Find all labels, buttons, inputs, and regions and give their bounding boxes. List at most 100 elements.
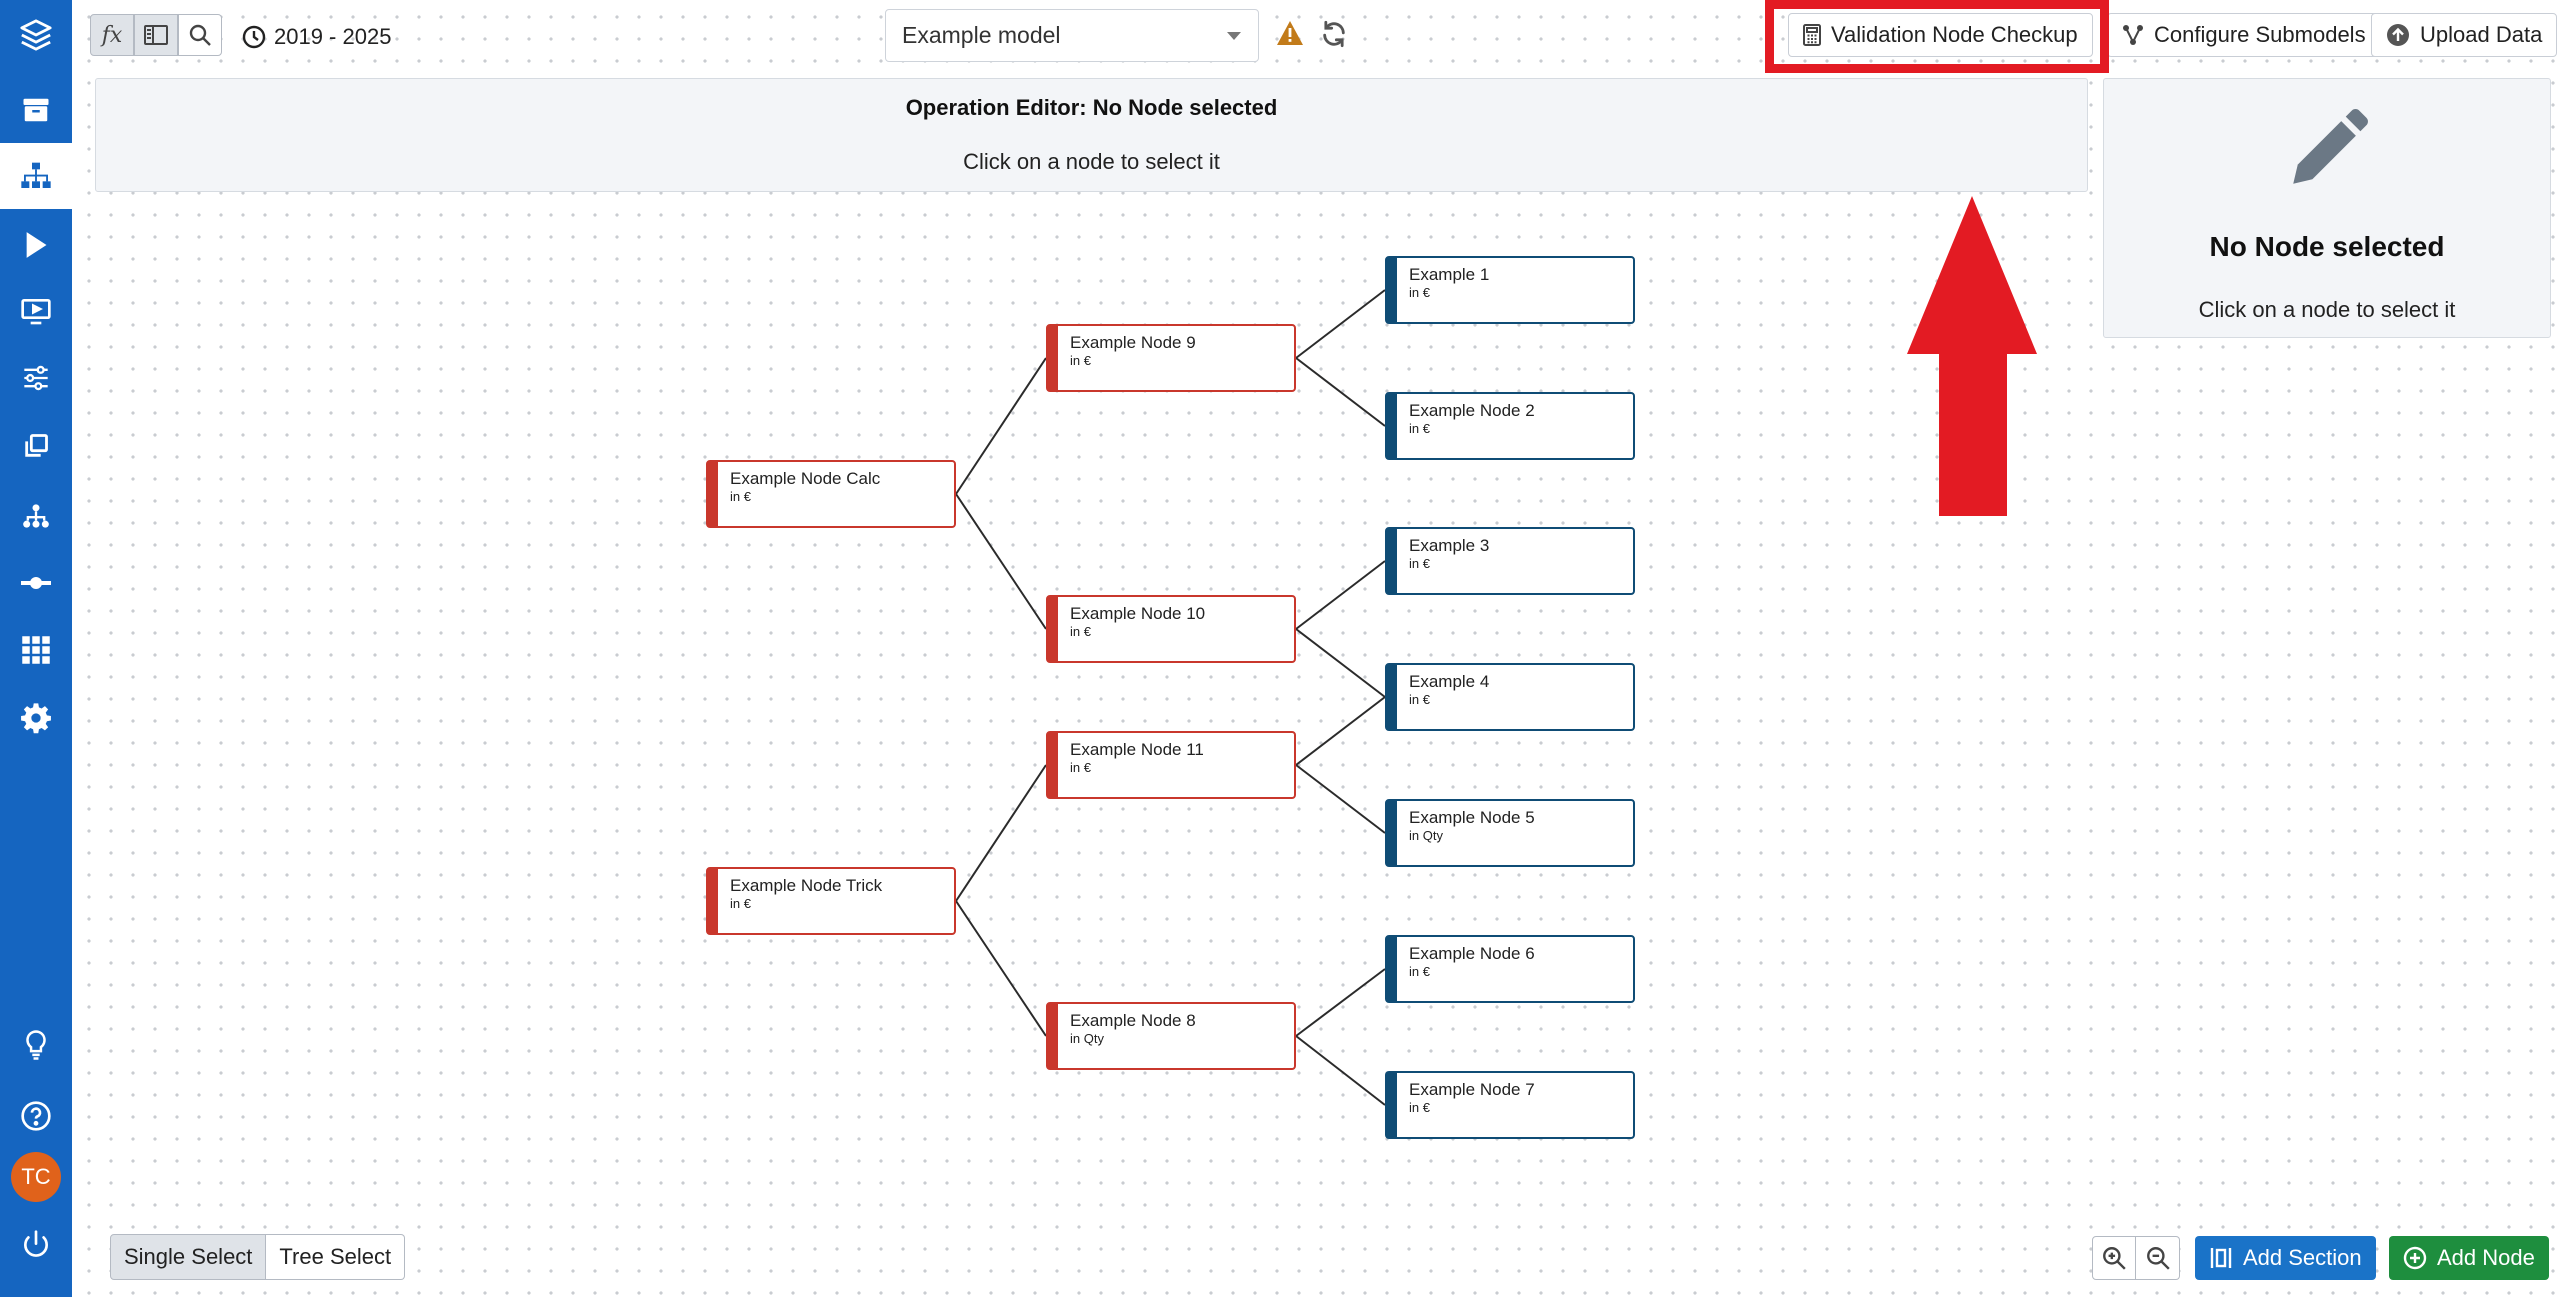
zoom-controls (2092, 1236, 2180, 1280)
search-toggle[interactable] (178, 14, 222, 56)
tree-select-label: Tree Select (279, 1244, 392, 1269)
zoom-in-icon (2103, 1247, 2126, 1270)
sidebar-item-sliders[interactable] (0, 345, 72, 411)
node-unit: in € (730, 896, 751, 911)
operation-editor-title: Operation Editor: No Node selected (905, 95, 1278, 120)
node-unit: in € (1409, 1100, 1430, 1115)
single-select-button[interactable]: Single Select (110, 1234, 267, 1280)
add-section-label: Add Section (2243, 1245, 2362, 1270)
node-9[interactable]: Example Node 9 in € (1046, 324, 1296, 392)
edge-n8-n6 (1295, 968, 1386, 1037)
panel-view-toggle[interactable] (134, 14, 178, 56)
sidebar-item-hierarchy[interactable] (0, 483, 72, 549)
sidebar-item-archive[interactable] (0, 77, 72, 143)
node-name: Example 4 (1409, 672, 1490, 691)
edge-calc-n10 (955, 493, 1047, 630)
view-toggle-group: fx (90, 14, 222, 56)
node-unit: in € (1409, 556, 1430, 571)
sidebar-item-presentation[interactable] (0, 278, 72, 344)
node-name: Example Node 10 (1070, 604, 1206, 623)
sidebar-item-settings[interactable] (0, 685, 72, 751)
add-node-label: Add Node (2437, 1245, 2535, 1270)
power-icon (24, 1230, 48, 1257)
node-unit: in € (1409, 964, 1430, 979)
node-example-1[interactable]: Example 1 in € (1385, 256, 1635, 324)
node-6[interactable]: Example Node 6 in € (1385, 935, 1635, 1003)
info-panel-subtitle: Click on a node to select it (2198, 297, 2456, 322)
node-7[interactable]: Example Node 7 in € (1385, 1071, 1635, 1139)
node-unit: in € (1070, 760, 1091, 775)
edge-n11-e4 (1295, 696, 1386, 766)
model-select[interactable]: Example model (885, 9, 1259, 62)
upload-data-button[interactable]: Upload Data (2371, 13, 2558, 57)
node-unit: in € (1409, 692, 1430, 707)
year-range-label: 2019 - 2025 (274, 24, 392, 49)
node-unit: in € (1070, 353, 1091, 368)
node-11[interactable]: Example Node 11 in € (1046, 731, 1296, 799)
year-range[interactable]: 2019 - 2025 (242, 24, 391, 50)
avatar-initials: TC (21, 1164, 51, 1189)
node-unit: in € (1409, 421, 1430, 436)
connector-icon (21, 577, 51, 589)
sidebar-item-sitemap[interactable] (0, 143, 72, 209)
zoom-in-button[interactable] (2092, 1236, 2136, 1280)
node-calc[interactable]: Example Node Calc in € (706, 460, 956, 528)
edge-n11-n5 (1295, 764, 1386, 834)
add-section-button[interactable]: Add Section (2195, 1236, 2376, 1280)
refresh-icon[interactable] (1320, 20, 1348, 48)
configure-submodels-button[interactable]: Configure Submodels (2107, 13, 2381, 57)
gear-icon (21, 703, 51, 734)
validation-node-checkup-button[interactable]: Validation Node Checkup (1788, 13, 2093, 57)
help-icon (21, 1101, 51, 1131)
sidebar-item-copy[interactable] (0, 413, 72, 479)
node-unit: in € (1070, 624, 1091, 639)
sidebar-item-connector[interactable] (0, 550, 72, 616)
sliders-icon (24, 365, 48, 391)
sidebar: TC (0, 0, 72, 1297)
edge-calc-n9 (955, 357, 1047, 495)
formula-view-toggle[interactable]: fx (90, 14, 134, 56)
panel-icon (144, 25, 168, 45)
graph-canvas[interactable] (72, 0, 2560, 1297)
add-node-button[interactable]: Add Node (2389, 1236, 2549, 1280)
node-8[interactable]: Example Node 8 in Qty (1046, 1002, 1296, 1070)
node-5[interactable]: Example Node 5 in Qty (1385, 799, 1635, 867)
node-name: Example 1 (1409, 265, 1490, 284)
node-unit: in € (730, 489, 751, 504)
node-info-panel: No Node selected Click on a node to sele… (2103, 78, 2551, 338)
sitemap-icon (21, 162, 51, 188)
sidebar-item-help[interactable] (0, 1083, 72, 1149)
node-name: Example Node 2 (1409, 401, 1535, 420)
node-name: Example Node Calc (730, 469, 881, 488)
model-select-value: Example model (902, 22, 1061, 48)
node-name: Example Node 9 (1070, 333, 1196, 352)
branch-icon (2123, 25, 2143, 45)
node-trick[interactable]: Example Node Trick in € (706, 867, 956, 935)
upload-button-label: Upload Data (2420, 22, 2543, 47)
node-name: Example Node 11 (1070, 740, 1204, 759)
play-icon (26, 232, 47, 258)
node-2[interactable]: Example Node 2 in € (1385, 392, 1635, 460)
edge-n9-e1 (1295, 289, 1386, 359)
edge-trick-n8 (955, 900, 1047, 1037)
formula-label: fx (101, 22, 123, 48)
sidebar-item-grid[interactable] (0, 617, 72, 683)
sidebar-item-logo[interactable] (0, 2, 72, 68)
node-example-4[interactable]: Example 4 in € (1385, 663, 1635, 731)
node-10[interactable]: Example Node 10 in € (1046, 595, 1296, 663)
zoom-out-button[interactable] (2136, 1236, 2180, 1280)
sidebar-item-ideas[interactable] (0, 1012, 72, 1078)
edge-trick-n11 (955, 764, 1047, 902)
lightbulb-icon (26, 1030, 46, 1060)
node-name: Example Node 5 (1409, 808, 1535, 827)
operation-editor-panel: Operation Editor: No Node selected Click… (95, 78, 2088, 192)
node-unit: in Qty (1070, 1031, 1104, 1046)
node-example-3[interactable]: Example 3 in € (1385, 527, 1635, 595)
tree-select-button[interactable]: Tree Select (266, 1234, 406, 1280)
sidebar-item-logout[interactable] (0, 1212, 72, 1278)
sidebar-item-play[interactable] (0, 212, 72, 278)
avatar[interactable]: TC (11, 1152, 61, 1202)
upload-icon (2387, 24, 2409, 46)
warning-icon[interactable] (1276, 20, 1304, 46)
